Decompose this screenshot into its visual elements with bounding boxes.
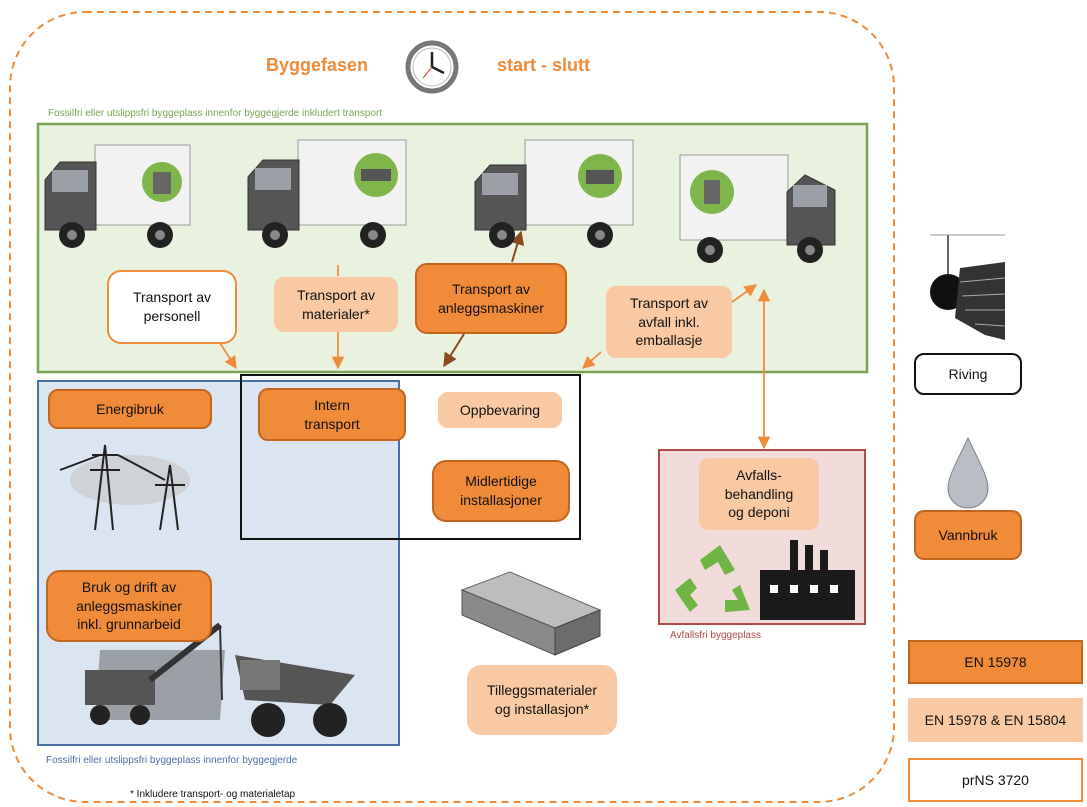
factory-icon [760,540,855,620]
box-energibruk: Energibruk [48,389,212,429]
truck-avfall-icon [679,154,836,263]
legend-en15978: EN 15978 [908,640,1083,684]
construction-machinery-icon [85,622,355,737]
recycle-icon [675,545,750,612]
title-byggefasen: Byggefasen [266,55,369,75]
title-start-slutt: start - slutt [497,55,591,75]
caption-red-zone: Avfallsfri byggeplass [670,630,761,641]
internal-box [240,374,581,540]
box-midlertidige-installasjoner: Midlertidige installasjoner [432,460,570,522]
arrow-avfall-truck [731,284,758,303]
legend-en15978-en15804: EN 15978 & EN 15804 [908,698,1083,742]
footnote: * Inkludere transport- og materialetap [130,789,296,800]
power-lines-icon [59,444,190,531]
box-transport-avfall: Transport av avfall inkl. emballasje [606,286,732,358]
arrow-avfall-left [582,351,602,369]
box-avfallsbehandling: Avfalls- behandling og deponi [699,458,819,530]
arrow-maskiner-up [510,230,525,263]
box-riving: Riving [914,353,1022,395]
truck-materialer-icon [247,139,407,248]
clock-icon [405,40,459,94]
truck-anleggsmaskiner-icon [474,139,634,248]
truck-personell-icon [44,144,191,248]
box-oppbevaring: Oppbevaring [438,392,562,428]
box-transport-personell: Transport av personell [107,270,237,344]
material-stack-icon [460,571,602,656]
arrow-personell [219,342,237,370]
caption-blue-zone: Fossilfri eller utslippsfri byggeplass i… [46,755,298,766]
arrow-maskiner-down [443,333,465,368]
box-tilleggsmaterialer: Tilleggsmaterialer og installasjon* [467,665,617,735]
box-transport-anleggsmaskiner: Transport av anleggsmaskiner [415,263,567,334]
box-intern-transport: Intern transport [258,388,406,441]
wrecking-ball-icon [930,234,1006,340]
box-transport-materialer: Transport av materialer* [274,277,398,332]
water-drop-icon [947,436,989,509]
construction-phase-boundary [9,11,895,803]
box-bruk-og-drift: Bruk og drift av anleggsmaskiner inkl. g… [46,570,212,642]
box-vannbruk: Vannbruk [914,510,1022,560]
legend-prns3720: prNS 3720 [908,758,1083,802]
caption-green-zone: Fossilfri eller utslippsfri byggeplass i… [48,108,383,119]
